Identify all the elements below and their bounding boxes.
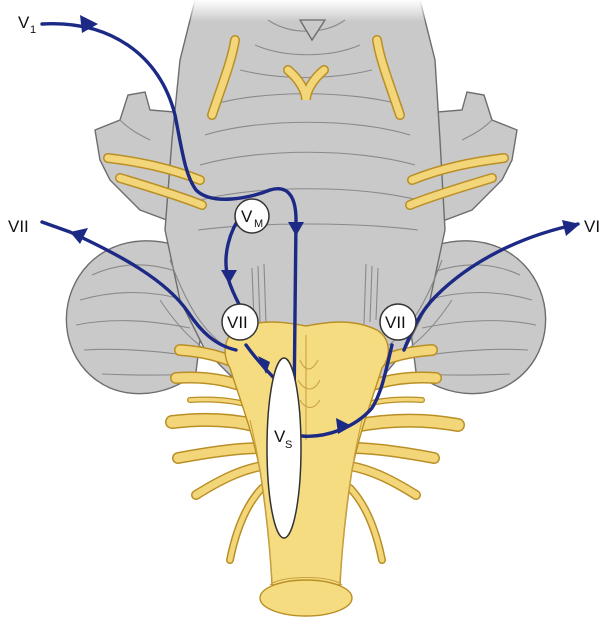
spinal-cord-section (260, 580, 352, 616)
vm-label-sub: M (254, 218, 263, 230)
arrow-vi-right (562, 220, 580, 236)
label-vi-right: VI (584, 217, 600, 236)
vm-label-main: V (241, 207, 253, 226)
label-v1-sub: 1 (30, 24, 36, 36)
arrow-vii-left (70, 228, 88, 244)
vii-left-node-label: VII (227, 313, 248, 332)
vii-right-node-label: VII (385, 313, 406, 332)
vs-nucleus (267, 358, 301, 538)
label-vii-left: VII (8, 217, 29, 236)
vs-label-sub: S (285, 439, 292, 451)
label-v1-main: V (18, 13, 30, 32)
